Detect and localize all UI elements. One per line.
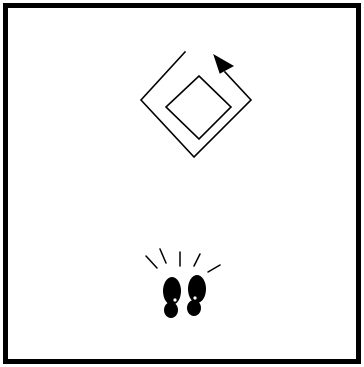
footprints-with-motion-lines-icon [146, 249, 220, 318]
outer-spiral-path [141, 52, 251, 157]
motion-lines [146, 249, 220, 272]
right-footprint [187, 275, 206, 316]
square-spiral-arrow-icon [141, 52, 251, 157]
left-footprint [163, 277, 181, 318]
spiral-arrowhead [214, 55, 233, 73]
